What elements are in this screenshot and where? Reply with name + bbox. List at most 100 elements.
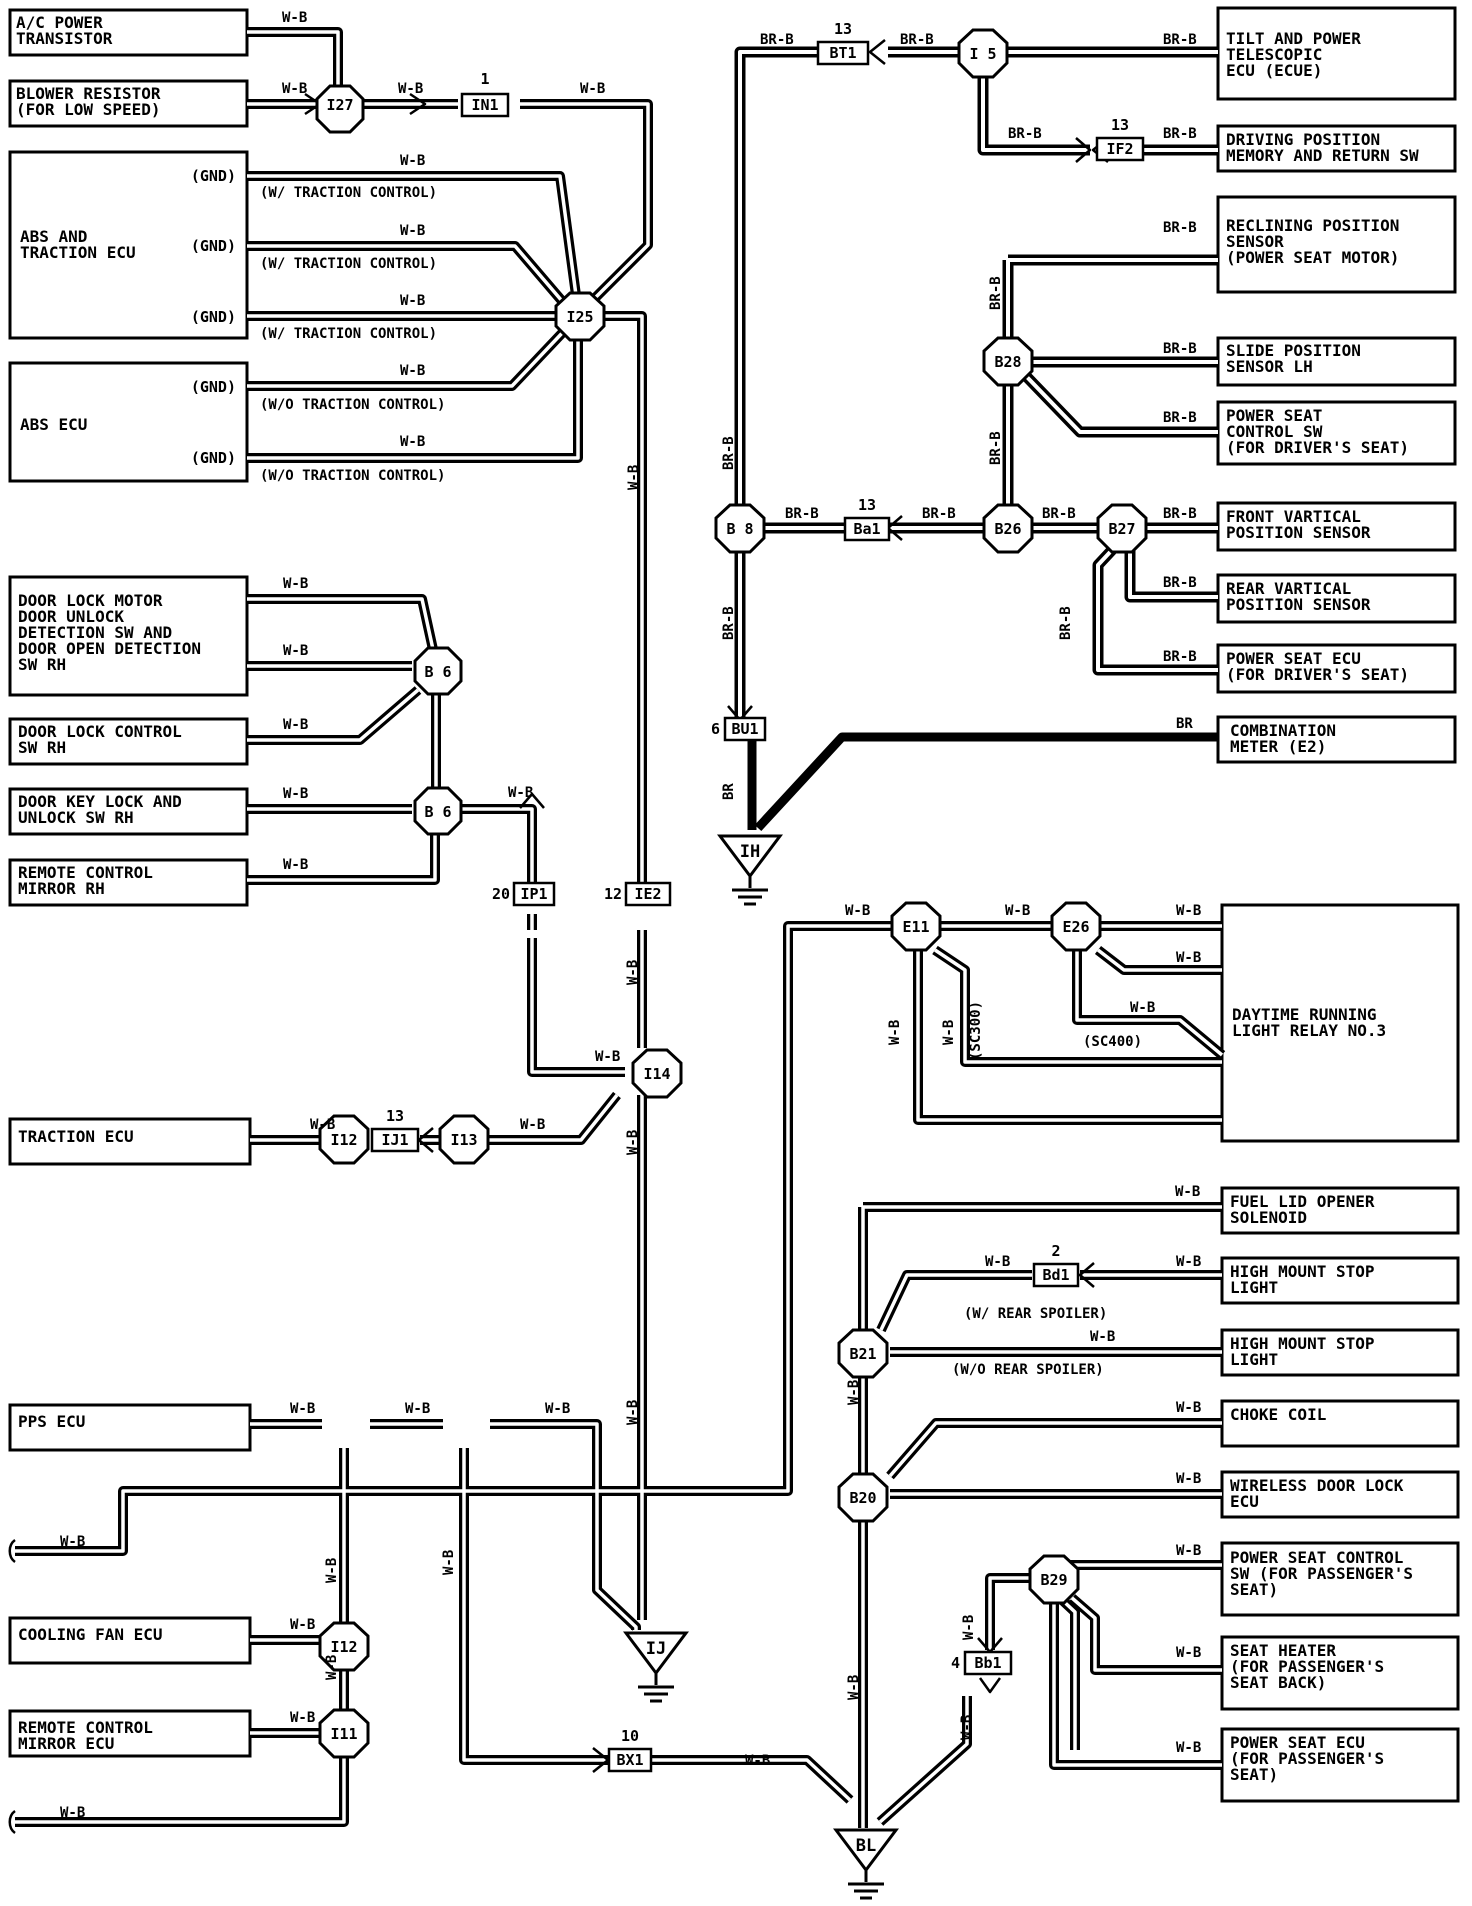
component-label-slide_position_sensor: SLIDE POSITION — [1226, 341, 1361, 360]
wire-color-label: BR-B — [1163, 32, 1197, 48]
wire-color-label: BR-B — [721, 436, 737, 470]
component-label-door_lock_control_sw: SW RH — [18, 738, 66, 757]
component-label-reclining_position_sensor: RECLINING POSITION — [1226, 216, 1399, 235]
connector-pin: 13 — [1111, 116, 1129, 134]
component-label-power_seat_ecu_driver: (FOR DRIVER'S SEAT) — [1226, 665, 1409, 684]
wire-color-label: BR-B — [760, 32, 794, 48]
component-label-tilt_telescopic_ecu: TELESCOPIC — [1226, 45, 1322, 64]
wire-color-label: W-B — [60, 1805, 85, 1821]
condition-label: (W/ TRACTION CONTROL) — [260, 185, 437, 201]
wire-color-label: W-B — [1130, 1000, 1155, 1016]
component-boxes — [8, 6, 1460, 1803]
gnd-pin-label: (GND) — [191, 167, 236, 185]
component-label-door_lock_motor: SW RH — [18, 655, 66, 674]
wire-color-label: W-B — [283, 576, 308, 592]
connector-label: IN1 — [471, 96, 498, 114]
junction-label: I12 — [330, 1638, 357, 1656]
connector-pin: 13 — [834, 20, 852, 38]
wire-color-label: W-B — [405, 1401, 430, 1417]
wire-color-label: W-B — [282, 10, 307, 26]
wire-color-label: W-B — [941, 1020, 957, 1045]
wire-color-label: W-B — [1176, 1740, 1201, 1756]
component-label-power_seat_control_sw_pass: SW (FOR PASSENGER'S — [1230, 1564, 1413, 1583]
wire-color-label: W-B — [400, 223, 425, 239]
wire-color-label: W-B — [400, 434, 425, 450]
component-label-high_mount_stop_1: HIGH MOUNT STOP — [1230, 1262, 1375, 1281]
connector-label: Bb1 — [974, 1654, 1001, 1672]
connector-label: IE2 — [634, 885, 661, 903]
wire-color-label: W-B — [400, 363, 425, 379]
component-label-power_seat_control_sw_driver: CONTROL SW — [1226, 422, 1323, 441]
component-label-door_lock_motor: DETECTION SW AND — [18, 623, 172, 642]
wire-color-label: W-B — [508, 785, 533, 801]
condition-label: (W/O REAR SPOILER) — [952, 1362, 1104, 1378]
condition-label: (W/ TRACTION CONTROL) — [260, 256, 437, 272]
wire-color-label: W-B — [845, 903, 870, 919]
component-label-drl_relay: LIGHT RELAY NO.3 — [1232, 1021, 1386, 1040]
junction-label: B26 — [994, 520, 1021, 538]
wire-color-label: BR-B — [721, 606, 737, 640]
gnd-pin-label: (GND) — [191, 378, 236, 396]
wire-color-label: BR-B — [988, 431, 1004, 465]
wire-color-label: W-B — [595, 1049, 620, 1065]
junction-label: B 8 — [726, 520, 753, 538]
condition-label: (SC400) — [1083, 1034, 1142, 1050]
component-label-pps_ecu: PPS ECU — [18, 1412, 85, 1431]
junction-label: I12 — [330, 1131, 357, 1149]
connector-label: BX1 — [616, 1751, 643, 1769]
wire-color-label: W-B — [1090, 1329, 1115, 1345]
wire-color-label: W-B — [1176, 1471, 1201, 1487]
wire-color-label: W-B — [1176, 950, 1201, 966]
component-label-ac_power_transistor: A/C POWER — [16, 13, 103, 32]
component-label-remote_control_mirror_ecu: REMOTE CONTROL — [18, 1718, 153, 1737]
wire-color-label: BR-B — [785, 506, 819, 522]
wire-color-label: BR-B — [1163, 575, 1197, 591]
component-label-abs_traction_ecu: TRACTION ECU — [20, 243, 136, 262]
wire-color-label: W-B — [1176, 1400, 1201, 1416]
junction-label: B28 — [994, 353, 1021, 371]
wire-color-label: W-B — [1176, 1543, 1201, 1559]
component-label-tilt_telescopic_ecu: TILT AND POWER — [1226, 29, 1361, 48]
component-label-front_vartical_sensor: FRONT VARTICAL — [1226, 507, 1361, 526]
wire-color-label: W-B — [745, 1753, 770, 1769]
condition-label: (W/O TRACTION CONTROL) — [260, 397, 445, 413]
component-label-door_lock_control_sw: DOOR LOCK CONTROL — [18, 722, 182, 741]
component-label-fuel_lid_opener: SOLENOID — [1230, 1208, 1307, 1227]
component-label-seat_heater_pass: SEAT HEATER — [1230, 1641, 1336, 1660]
component-label-tilt_telescopic_ecu: ECU (ECUE) — [1226, 61, 1322, 80]
wire-color-label: W-B — [400, 293, 425, 309]
junction-label: I13 — [450, 1131, 477, 1149]
wire-color-label: W-B — [520, 1117, 545, 1133]
component-label-rear_vartical_sensor: POSITION SENSOR — [1226, 595, 1371, 614]
wire-color-label: W-B — [580, 81, 605, 97]
connector-label: Bd1 — [1042, 1266, 1069, 1284]
component-label-wireless_door_lock_ecu: ECU — [1230, 1492, 1259, 1511]
component-label-abs_traction_ecu: ABS AND — [20, 227, 87, 246]
component-label-door_lock_motor: DOOR UNLOCK — [18, 607, 124, 626]
component-label-combination_meter: METER (E2) — [1230, 737, 1326, 756]
wire-color-label: BR-B — [1008, 126, 1042, 142]
junction-label: B20 — [849, 1489, 876, 1507]
junction-label: B 6 — [424, 803, 451, 821]
wire-color-label: W-B — [1175, 1184, 1200, 1200]
wire-color-label: W-B — [887, 1020, 903, 1045]
junction-label: B29 — [1040, 1571, 1067, 1589]
component-label-remote_control_mirror_rh: MIRROR RH — [18, 879, 105, 898]
wire-color-label: W-B — [985, 1254, 1010, 1270]
connector-pin: 1 — [480, 70, 489, 88]
connectors — [370, 40, 1145, 1773]
wire-color-label: BR-B — [1163, 410, 1197, 426]
component-label-blower_resistor: BLOWER RESISTOR — [16, 84, 161, 103]
wire-color-label: W-B — [283, 643, 308, 659]
component-label-high_mount_stop_2: LIGHT — [1230, 1350, 1278, 1369]
wire-color-label: BR-B — [1163, 506, 1197, 522]
component-label-rear_vartical_sensor: REAR VARTICAL — [1226, 579, 1351, 598]
connector-pin: 13 — [386, 1107, 404, 1125]
condition-label: (W/O TRACTION CONTROL) — [260, 468, 445, 484]
component-label-front_vartical_sensor: POSITION SENSOR — [1226, 523, 1371, 542]
wire-color-label: W-B — [400, 153, 425, 169]
wire-color-label: BR-B — [1163, 126, 1197, 142]
connector-pin: 4 — [951, 1654, 960, 1672]
wire-color-label: W-B — [1176, 903, 1201, 919]
